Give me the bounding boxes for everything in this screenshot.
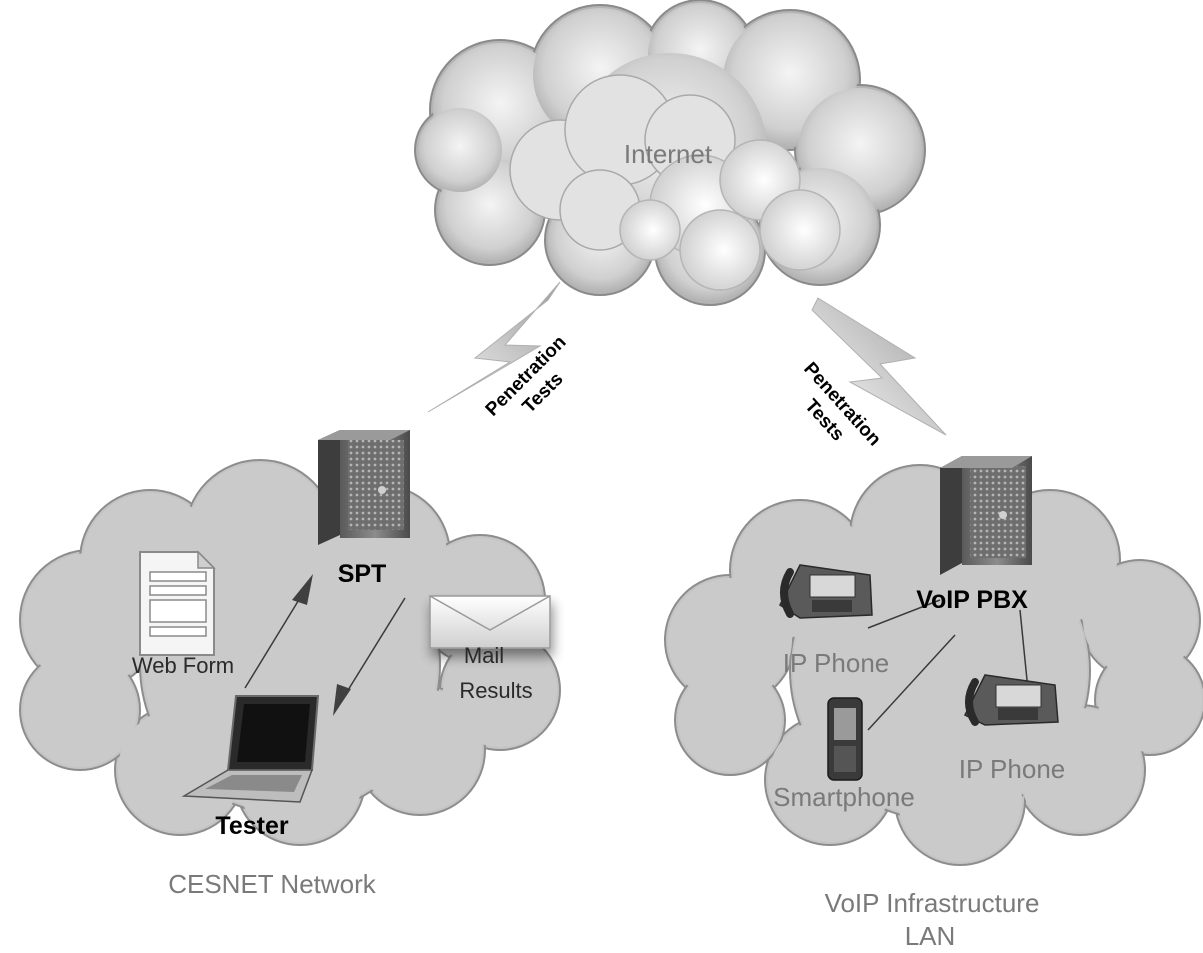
penetration-tests-right-label: Penetration Tests bbox=[799, 358, 885, 450]
cesnet-network-label: CESNET Network bbox=[168, 869, 377, 899]
web-form-label: Web Form bbox=[132, 653, 234, 678]
internet-label: Internet bbox=[624, 139, 713, 169]
laptop-icon bbox=[181, 695, 320, 803]
smartphone-label: Smartphone bbox=[773, 782, 915, 812]
arrow-to-tester bbox=[333, 684, 351, 716]
voip-network-label-line2: LAN bbox=[905, 921, 956, 951]
ip-phone-icon bbox=[779, 564, 873, 619]
tester-label: Tester bbox=[215, 812, 288, 840]
lightning-bolt-right bbox=[811, 297, 947, 436]
internet-cloud bbox=[414, 0, 926, 306]
ip-phone-2-label: IP Phone bbox=[959, 754, 1066, 784]
arrow-to-spt bbox=[292, 574, 313, 605]
spt-label: SPT bbox=[338, 560, 387, 588]
voip-pbx-label: VoIP PBX bbox=[916, 586, 1028, 614]
ip-phone-1-label: IP Phone bbox=[783, 648, 890, 678]
connection-lines bbox=[244, 597, 1029, 731]
spt-server-icon bbox=[318, 430, 410, 545]
ip-phone-icon bbox=[963, 674, 1059, 726]
web-form-icon bbox=[139, 550, 216, 656]
mail-results-line2: Results bbox=[459, 678, 532, 703]
voip-network-label-line1: VoIP Infrastructure bbox=[825, 888, 1040, 918]
voip-cloud bbox=[664, 464, 1203, 866]
lightning-bolt-left bbox=[427, 281, 561, 413]
voip-pbx-server-icon bbox=[940, 456, 1032, 575]
mail-envelope-icon bbox=[429, 595, 551, 649]
smartphone-icon bbox=[827, 697, 863, 781]
mail-results-line1: Mail bbox=[464, 643, 504, 668]
